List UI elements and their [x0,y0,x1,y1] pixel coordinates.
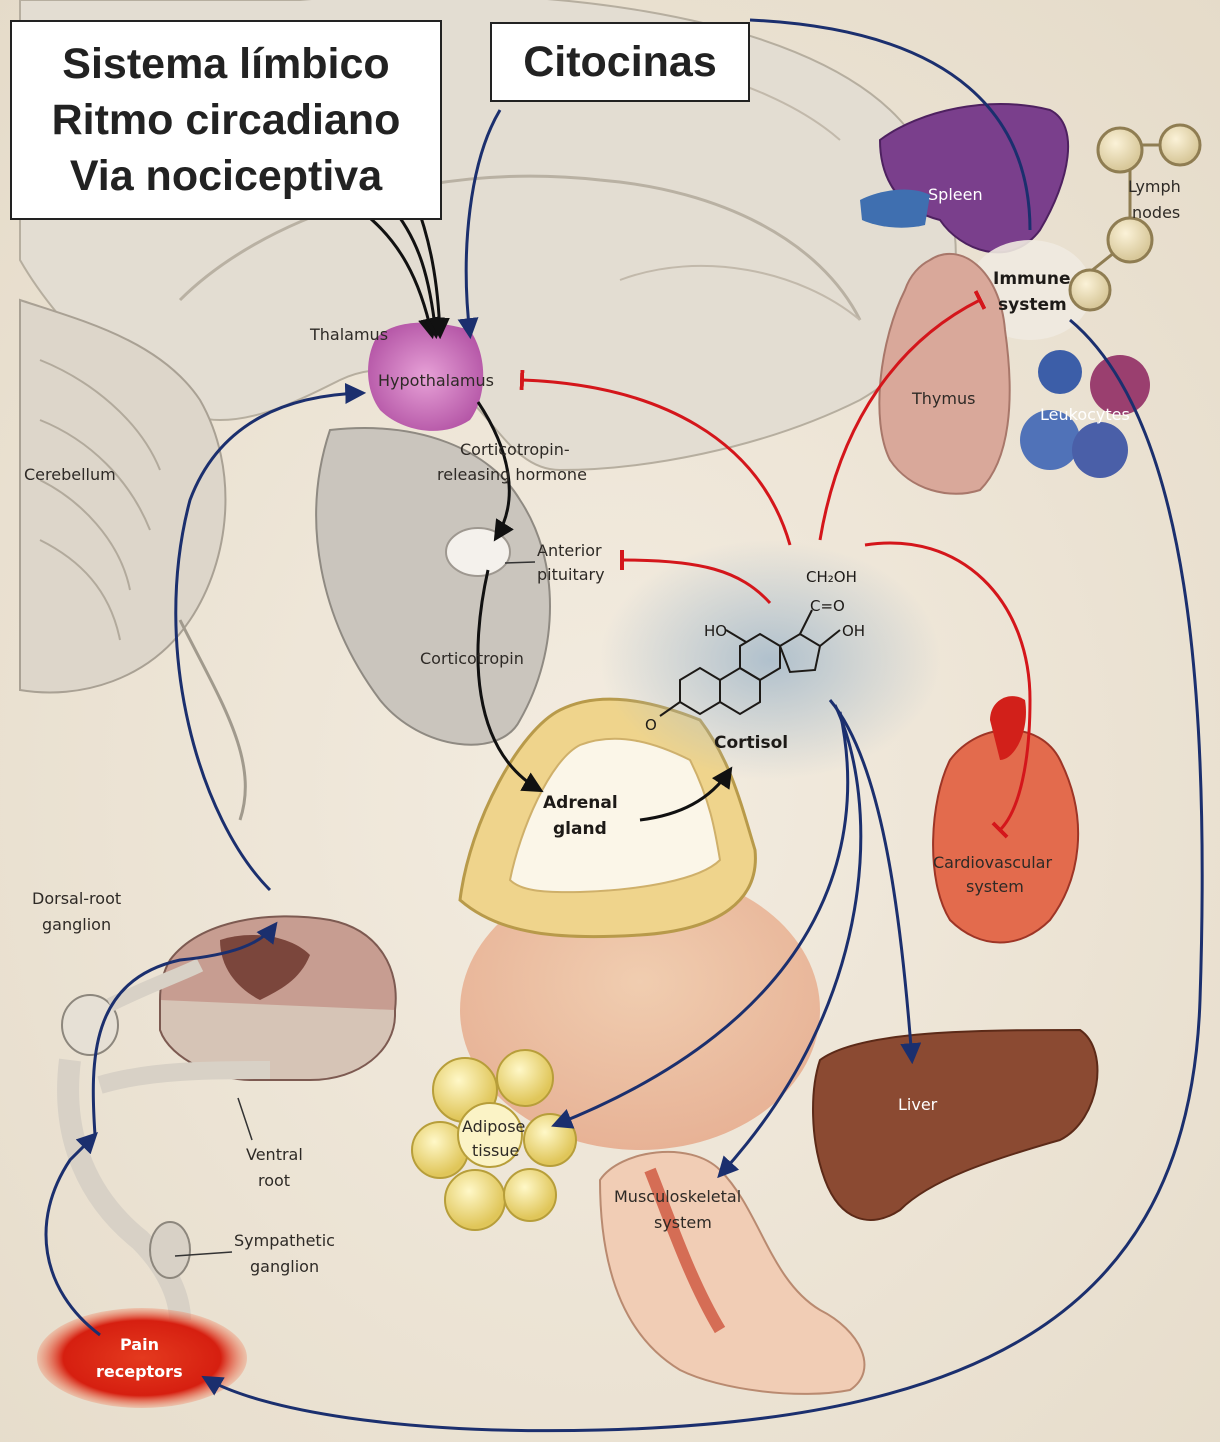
ventral-root-label-line2: root [258,1171,290,1190]
immune-system-label-line1: Immune [993,269,1071,289]
thymus-label: Thymus [911,389,975,408]
adipose-label-line2: tissue [472,1141,519,1160]
overlay-line-circadian: Ritmo circadiano [12,92,440,148]
heart-shape [933,730,1078,943]
sympathetic-label-line2: ganglion [250,1257,319,1276]
cardiovascular-label-line2: system [966,877,1024,896]
hypothalamus-label: Hypothalamus [378,371,494,390]
dorsal-root-label-line1: Dorsal-root [32,889,121,908]
limbic-circadian-nociceptive-box: Sistema límbico Ritmo circadiano Via noc… [10,20,442,220]
crh-label-line1: Corticotropin- [460,440,570,459]
anterior-pituitary-label-line1: Anterior [537,541,602,560]
ventral-root-label-line1: Ventral [246,1145,303,1164]
adrenal-label-line2: gland [553,819,607,839]
lymph-nodes-label-line2: nodes [1132,203,1180,222]
cortisol-label: Cortisol [714,733,788,753]
adipose-label-line1: Adipose [462,1117,525,1136]
overlay-line-limbic: Sistema límbico [12,36,440,92]
liver-label: Liver [898,1095,938,1114]
dorsal-root-label-line2: ganglion [42,915,111,934]
chem-oh: OH [842,622,865,640]
pain-receptors-label-line2: receptors [96,1362,183,1381]
immune-system-label-line2: system [998,295,1067,315]
musculoskeletal-label-line1: Musculoskeletal [614,1187,741,1206]
pain-receptors-label-line1: Pain [120,1335,159,1354]
cerebellum-label: Cerebellum [24,465,116,484]
anterior-pituitary-label-line2: pituitary [537,565,605,584]
chem-ho: HO [704,622,727,640]
pituitary-leader-line [505,562,535,563]
cytokines-label: Citocinas [523,38,717,86]
adrenal-label-line1: Adrenal [543,793,618,813]
sympathetic-label-line1: Sympathetic [234,1231,335,1250]
anterior-pituitary-shape [446,528,510,576]
crh-label-line2: releasing hormone [437,465,587,484]
overlay-line-nociceptive: Via nociceptiva [12,148,440,204]
corticotropin-label: Corticotropin [420,649,524,668]
chem-o: O [645,716,657,734]
cardiovascular-label-line1: Cardiovascular [933,853,1052,872]
chem-co: C=O [810,597,845,615]
lymph-nodes-label-line1: Lymph [1128,177,1181,196]
pain-receptors-shape [37,1308,247,1408]
sympathetic-ganglion-shape [150,1222,190,1278]
thalamus-label: Thalamus [309,325,388,344]
spleen-label: Spleen [928,185,983,204]
cytokines-box: Citocinas [490,22,750,102]
musculoskeletal-label-line2: system [654,1213,712,1232]
chem-ch2oh: CH₂OH [806,568,857,586]
leukocytes-label: Leukocytes [1040,405,1130,424]
